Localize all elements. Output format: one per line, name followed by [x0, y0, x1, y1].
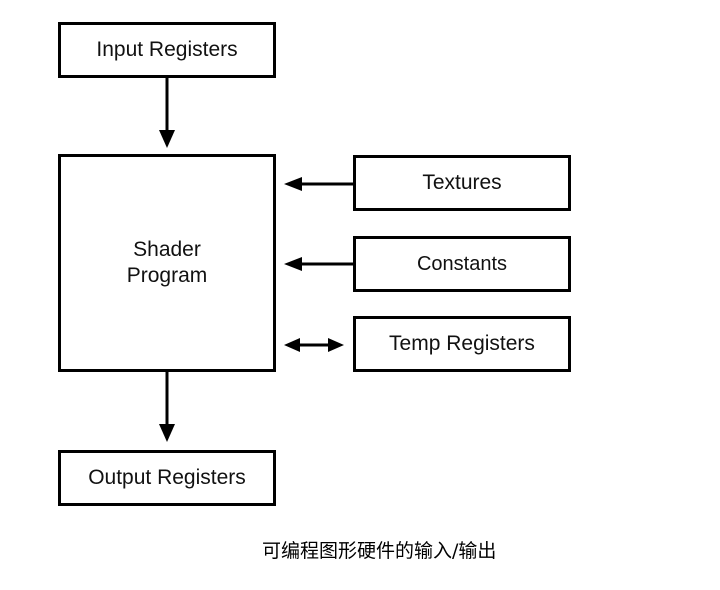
shader-program-label-line2: Program [126, 264, 208, 287]
output-registers-box: Output Registers [58, 450, 276, 506]
shader-program-box: Shader Program [58, 154, 276, 372]
arrow-input-to-shader [159, 78, 175, 148]
temp-registers-box: Temp Registers [353, 316, 571, 372]
figure-caption: 可编程图形硬件的输入/输出 [262, 540, 497, 562]
arrow-constants-to-shader [284, 257, 353, 271]
constants-label: Constants [416, 253, 508, 275]
input-registers-box: Input Registers [58, 22, 276, 78]
textures-label: Textures [422, 171, 502, 194]
arrow-textures-to-shader [284, 177, 353, 191]
shader-program-label-line1: Shader [133, 238, 201, 261]
temp-registers-label: Temp Registers [389, 332, 535, 355]
textures-box: Textures [353, 155, 571, 211]
arrow-shader-to-output [159, 372, 175, 442]
constants-box: Constants [353, 236, 571, 292]
output-registers-label: Output Registers [88, 466, 246, 489]
input-registers-label: Input Registers [96, 38, 238, 61]
arrow-temp-registers-bidirectional [284, 338, 344, 352]
